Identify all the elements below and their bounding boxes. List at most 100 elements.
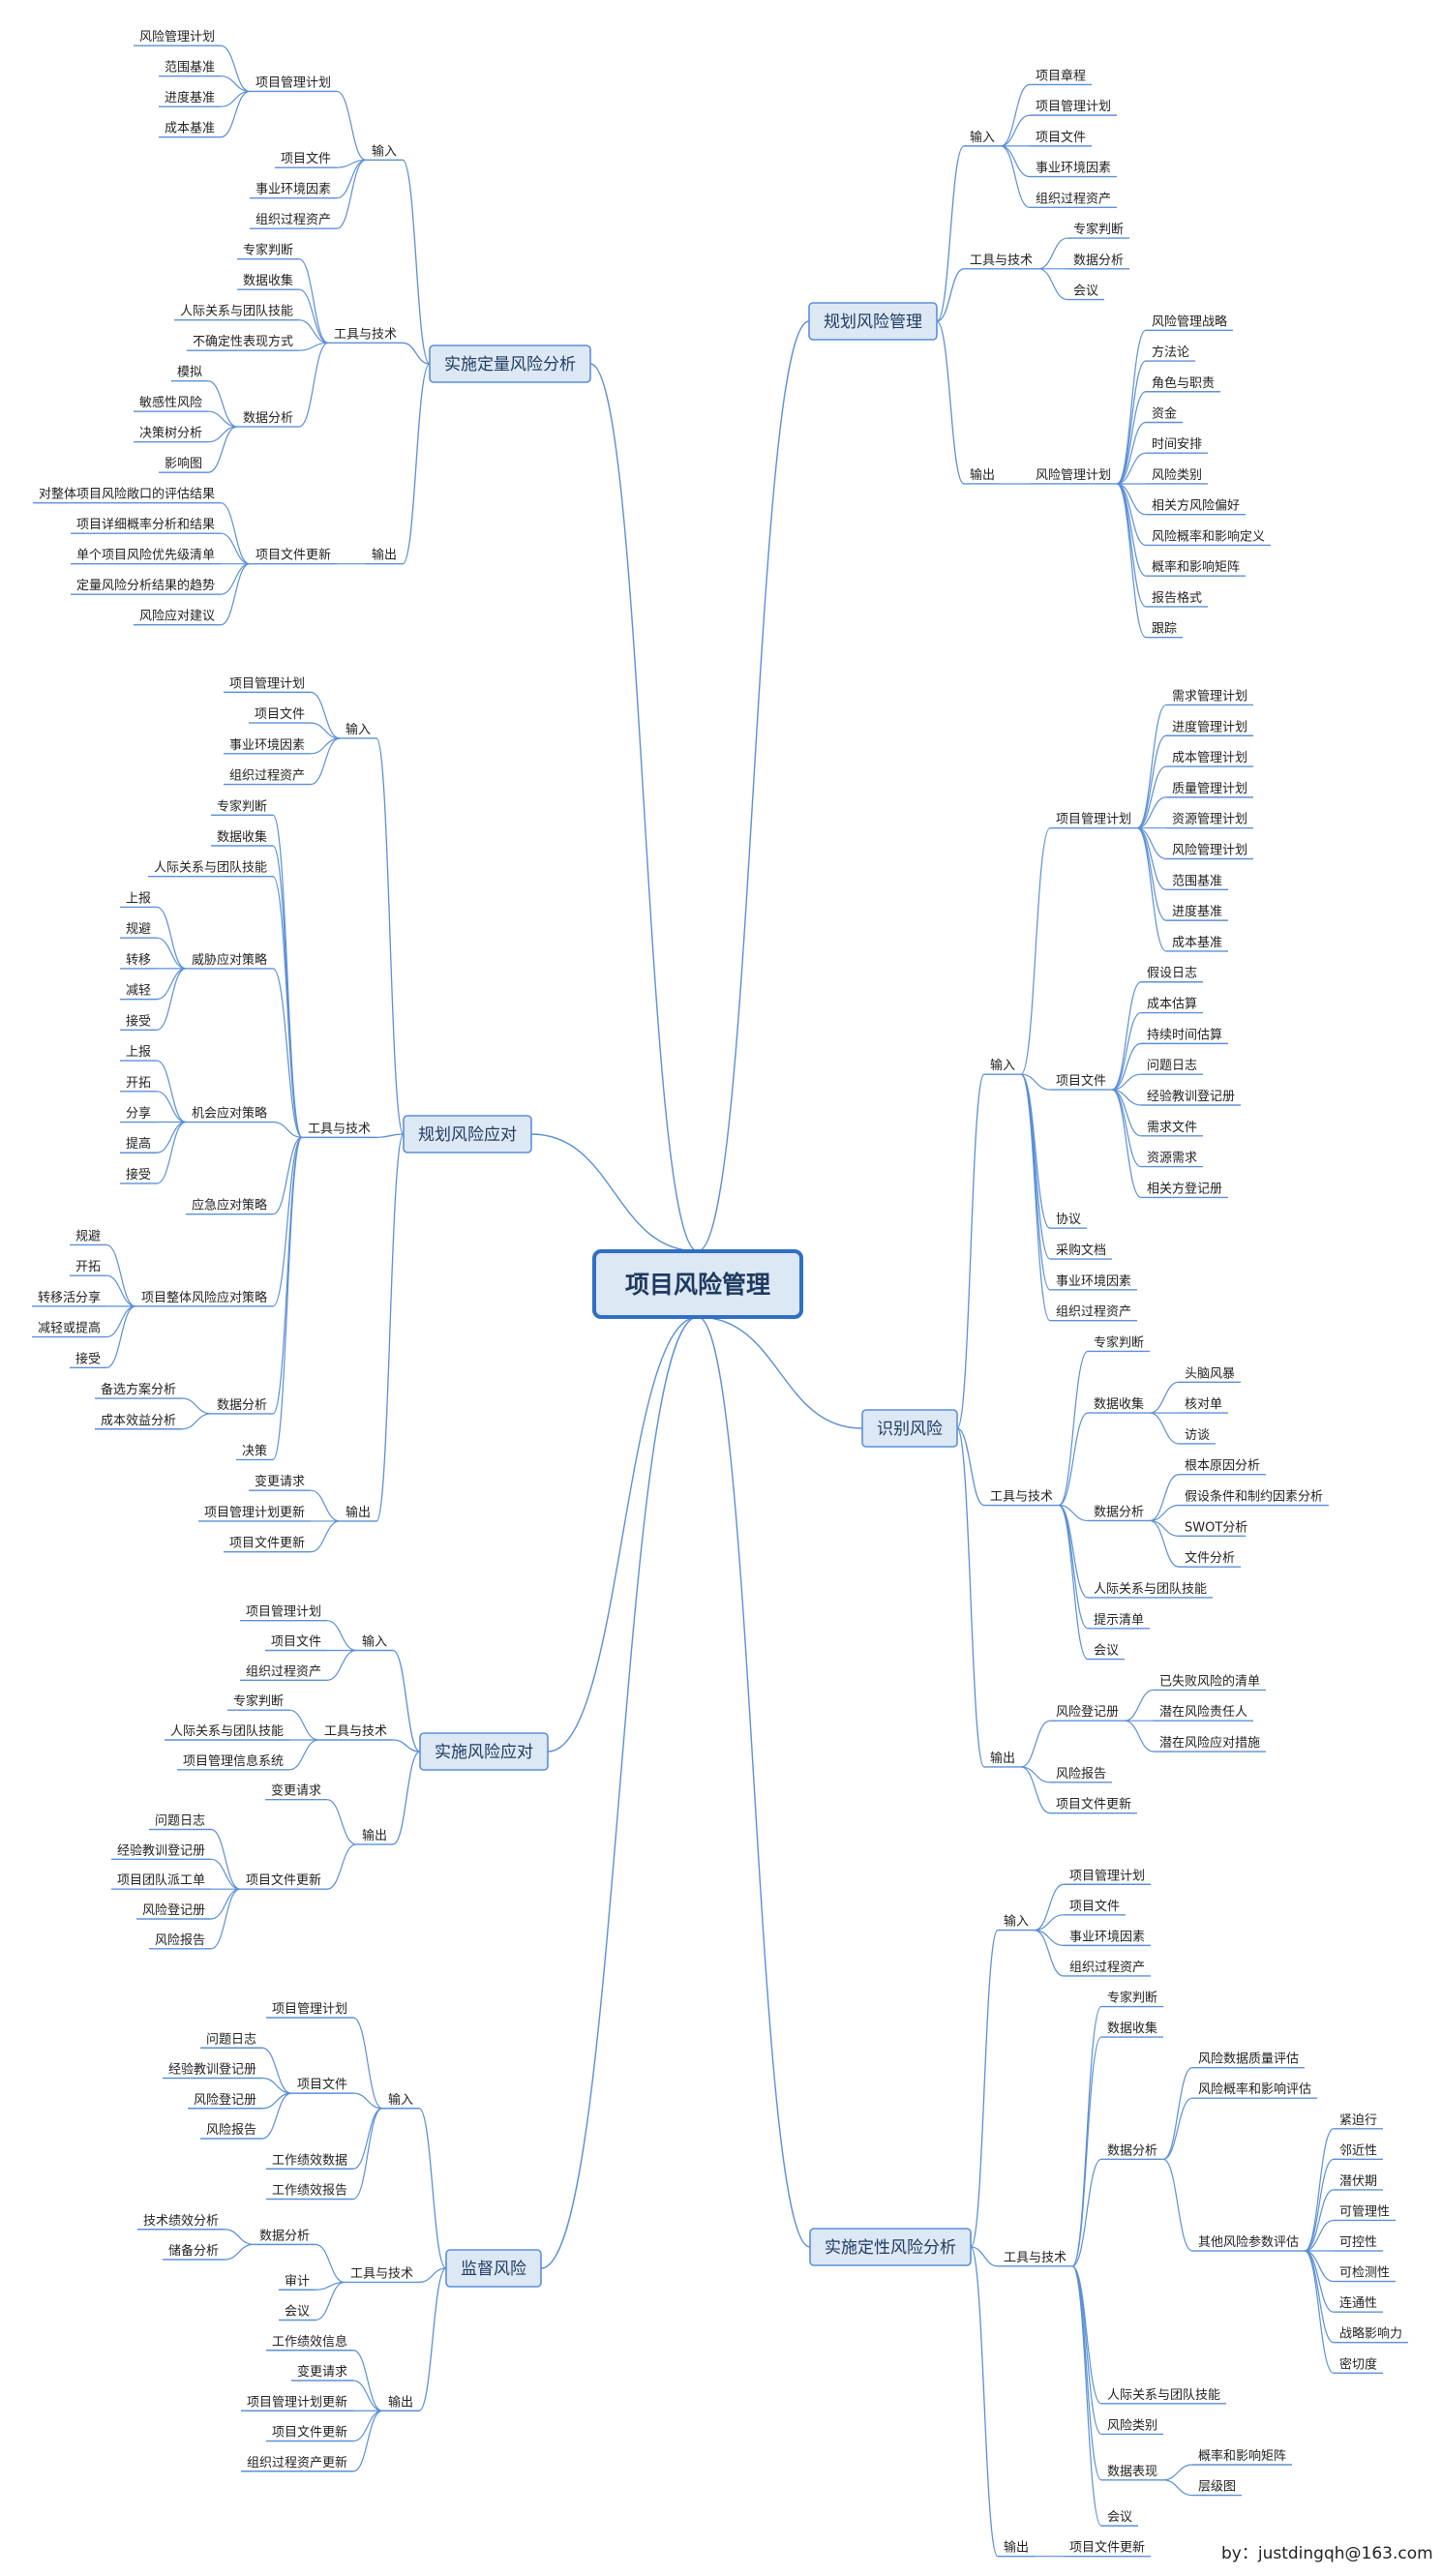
leaf-node: 减轻 xyxy=(126,984,151,999)
connector-line xyxy=(418,2267,447,2411)
leaf-node: 人际关系与团队技能 xyxy=(154,861,267,876)
leaf-node: 提示清单 xyxy=(1094,1612,1144,1628)
subtopic-node: 输出 xyxy=(1004,2540,1029,2556)
subtopic-node: 输入 xyxy=(345,722,371,737)
leaf-node: 机会应对策略 xyxy=(192,1106,267,1122)
leaf-node: 转移活分享 xyxy=(38,1290,101,1305)
connector-line xyxy=(1304,2219,1335,2252)
leaf-node: 报告格式 xyxy=(1152,590,1202,606)
leaf-node: 组织过程资产 xyxy=(246,1664,321,1679)
leaf-node: 项目管理计划 xyxy=(1069,1869,1145,1883)
connector-line xyxy=(589,363,699,1252)
connector-line xyxy=(530,1133,699,1252)
leaf-node: 经验教训登记册 xyxy=(168,2062,256,2078)
connector-line xyxy=(352,2410,383,2442)
connector-line xyxy=(970,2246,999,2558)
leaf-node: 战略影响力 xyxy=(1339,2326,1402,2342)
leaf-node: 项目团队派工单 xyxy=(117,1873,205,1888)
connector-line xyxy=(956,1073,985,1429)
connector-line xyxy=(1071,2265,1102,2436)
leaf-node: 风险登记册 xyxy=(142,1903,205,1918)
connector-line xyxy=(326,1649,357,1681)
connector-line xyxy=(1071,2265,1102,2527)
connector-line xyxy=(272,1136,303,1307)
connector-line xyxy=(288,1709,319,1741)
connector-line xyxy=(1149,1474,1180,1522)
connector-line xyxy=(1058,1412,1089,1507)
leaf-node: 成本估算 xyxy=(1147,998,1197,1012)
leaf-node: 审计 xyxy=(285,2274,310,2289)
leaf-node: 组织过程资产 xyxy=(1056,1305,1131,1320)
connector-line xyxy=(956,1427,985,1768)
leaf-node: 进度基准 xyxy=(1172,904,1222,919)
connector-line xyxy=(272,814,303,1138)
subtopic-node: 工具与技术 xyxy=(334,327,397,342)
leaf-node: 概率和影响矩阵 xyxy=(1152,559,1240,575)
connector-line xyxy=(1034,1914,1065,1932)
connector-line xyxy=(1111,1073,1142,1091)
leaf-node: 风险管理计划 xyxy=(139,30,215,45)
leaf-node: 经验教训登记册 xyxy=(1147,1089,1235,1104)
leaf-node: 组织过程资产更新 xyxy=(247,2455,347,2471)
leaf-node: 根本原因分析 xyxy=(1185,1459,1260,1474)
leaf-node: 可控性 xyxy=(1339,2235,1377,2250)
leaf-node: 人际关系与团队技能 xyxy=(1094,1582,1207,1597)
connector-line xyxy=(970,1929,999,2248)
leaf-node: 文件分析 xyxy=(1185,1551,1235,1566)
leaf-node: 项目文件 xyxy=(297,2078,347,2092)
leaf-node: 组织过程资产 xyxy=(229,769,305,784)
leaf-node: 会议 xyxy=(1073,285,1098,299)
connector-line xyxy=(352,2410,383,2472)
connector-line xyxy=(261,2092,292,2140)
connector-line xyxy=(1124,1720,1155,1752)
connector-line xyxy=(298,342,329,428)
leaf-node: 采购文档 xyxy=(1056,1243,1106,1258)
leaf-node: 数据收集 xyxy=(243,273,293,288)
connector-line xyxy=(392,1649,421,1752)
connector-line xyxy=(1162,2097,1193,2160)
leaf-node: 项目文件更新 xyxy=(1069,2540,1145,2556)
leaf-node: 上报 xyxy=(126,1045,151,1060)
subtopic-node: 输入 xyxy=(990,1058,1015,1073)
connector-line xyxy=(1136,796,1167,829)
connector-line xyxy=(261,2077,292,2094)
connector-line xyxy=(1304,2250,1335,2374)
connector-line xyxy=(105,1305,136,1368)
connector-line xyxy=(156,1121,187,1184)
connector-line xyxy=(1116,483,1147,639)
main-topic-label: 实施风险应对 xyxy=(435,1743,533,1762)
leaf-node: 潜在风险责任人 xyxy=(1159,1705,1247,1720)
leaf-node: 专家判断 xyxy=(233,1693,284,1709)
leaf-node: 需求文件 xyxy=(1147,1121,1197,1135)
main-topic-box xyxy=(403,1115,532,1153)
subtopic-node: 输出 xyxy=(388,2394,413,2410)
subtopic-node: 输出 xyxy=(970,467,995,483)
connector-line xyxy=(1116,391,1147,485)
connector-line xyxy=(1116,483,1147,608)
connector-line xyxy=(1111,981,1142,1091)
leaf-node: 问题日志 xyxy=(155,1814,205,1829)
main-topic-label: 规划风险管理 xyxy=(824,313,922,332)
leaf-node: 应急应对策略 xyxy=(192,1198,267,1213)
leaf-node: 变更请求 xyxy=(297,2364,347,2380)
connector-line xyxy=(1116,360,1147,485)
leaf-node: 对整体项目风险敞口的评估结果 xyxy=(39,487,215,502)
leaf-node: 风险管理战略 xyxy=(1152,314,1227,329)
leaf-node: 项目文件 xyxy=(281,152,331,166)
leaf-node: 项目文件更新 xyxy=(272,2425,347,2441)
leaf-node: 技术绩效分析 xyxy=(143,2214,219,2229)
connector-line xyxy=(352,2108,383,2170)
leaf-node: 专家判断 xyxy=(1073,222,1124,237)
connector-line xyxy=(697,1316,811,2248)
subtopic-node: 输入 xyxy=(362,1634,387,1650)
leaf-node: 范围基准 xyxy=(1172,874,1222,888)
connector-line xyxy=(220,45,251,93)
connector-line xyxy=(1058,1504,1089,1522)
leaf-node: 接受 xyxy=(75,1351,101,1366)
connector-line xyxy=(1162,2067,1193,2160)
connector-line xyxy=(105,1243,136,1307)
connector-line xyxy=(547,1316,699,1752)
connector-line xyxy=(336,90,367,161)
leaf-node: 项目文件 xyxy=(1036,131,1086,145)
